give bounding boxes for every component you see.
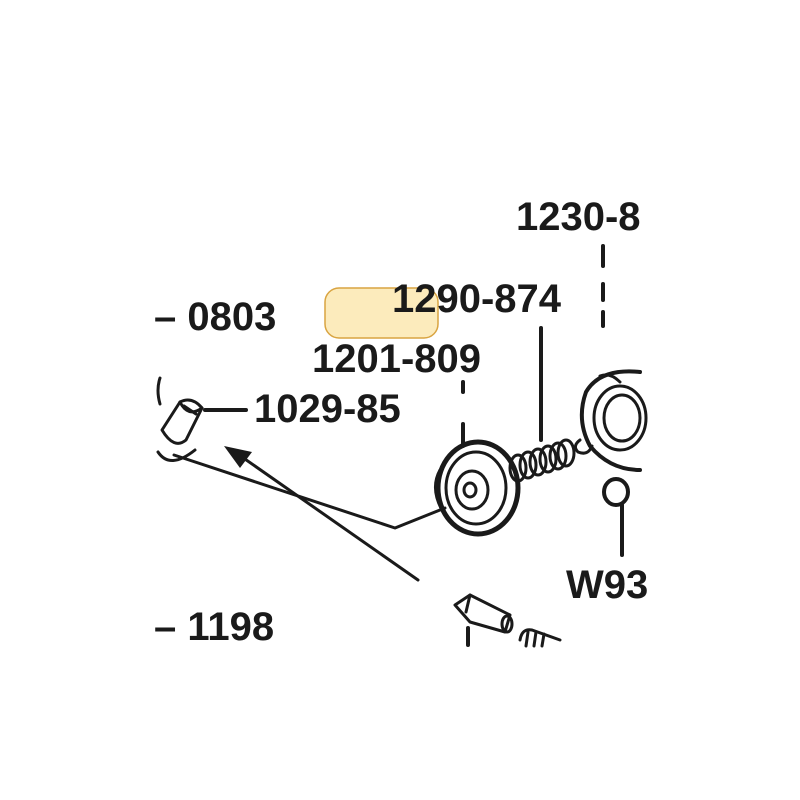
leader-lines <box>203 244 624 647</box>
highlight-box[interactable] <box>324 287 439 339</box>
spring-part-1290 <box>508 438 576 483</box>
part-label-w93: W93 <box>566 563 648 607</box>
bolt-part <box>518 628 562 648</box>
part-label-1230: 1230-8 <box>516 195 641 239</box>
part-label-1201: 1201-809 <box>312 337 481 381</box>
left-part <box>156 376 197 462</box>
part-label-1029: 1029-85 <box>254 387 401 431</box>
part-label-1290: 1290-874 <box>392 277 562 321</box>
part-label-1198: – 1198 <box>154 605 274 649</box>
part-label-0803: – 0803 <box>154 295 276 339</box>
washer-part-1201 <box>434 439 521 537</box>
assembly-arrow <box>172 446 447 582</box>
o-ring-w93 <box>602 477 630 507</box>
arrowhead-icon <box>224 446 252 468</box>
pin-part-1198 <box>453 593 514 634</box>
housing-part-1230 <box>573 369 648 472</box>
pin-part-1029 <box>160 398 204 445</box>
label-mask <box>400 385 440 430</box>
